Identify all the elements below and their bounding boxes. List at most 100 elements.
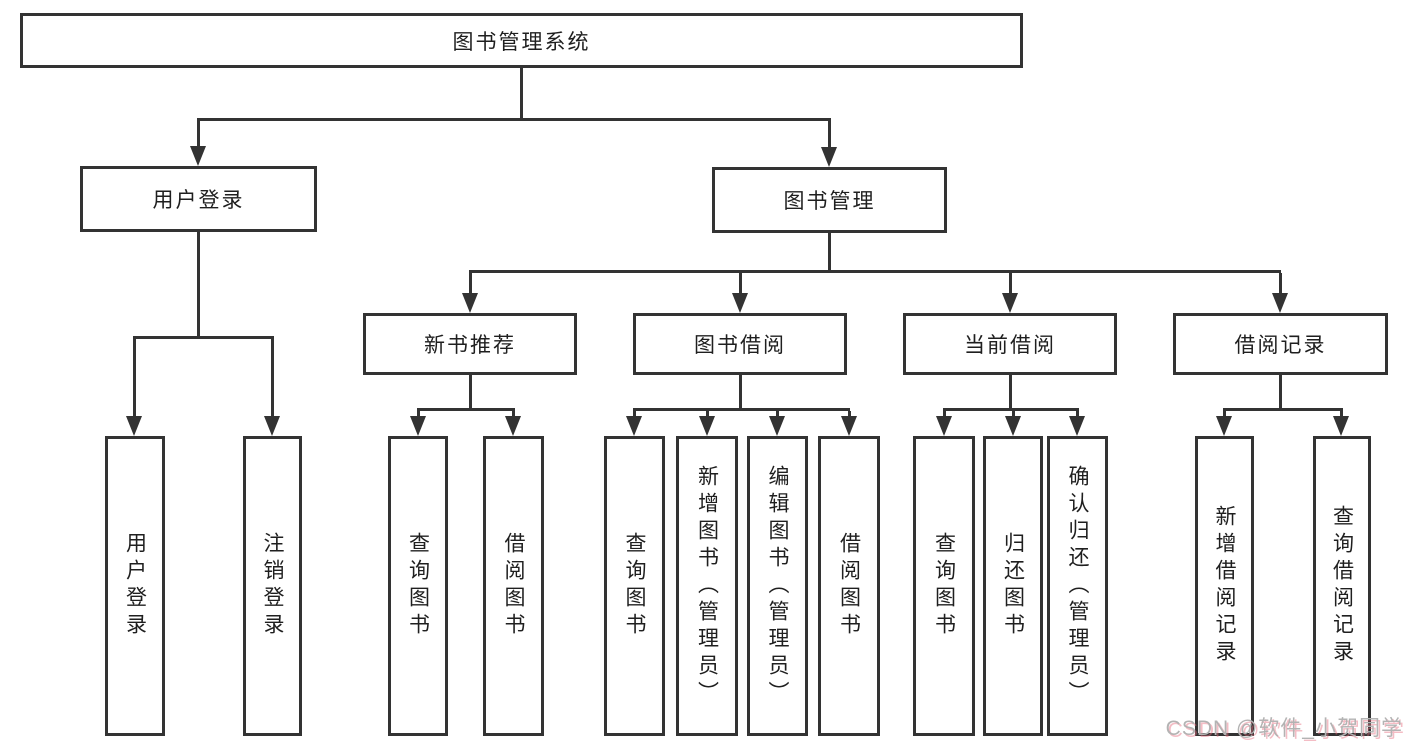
leaf-query-borrow-record: 查询借阅记录	[1313, 436, 1371, 736]
arrow-shaft	[1008, 273, 1012, 293]
arrow-head-icon	[626, 416, 642, 436]
arrow-to-leaf-add-book	[699, 411, 715, 436]
connector-user-login-hline	[133, 336, 274, 339]
arrow-shaft	[775, 411, 779, 416]
arrow-to-user-login	[190, 121, 206, 166]
leaf-confirm-return-admin-label: 确认归还（管理员）	[1066, 464, 1089, 708]
arrow-shaft	[468, 273, 472, 293]
arrow-shaft	[1011, 411, 1015, 416]
leaf-logout-label: 注销登录	[261, 532, 284, 640]
arrow-head-icon	[769, 416, 785, 436]
arrow-shaft	[196, 121, 200, 146]
leaf-user-login: 用户登录	[105, 436, 165, 736]
connector-book-management-hline	[469, 270, 1281, 273]
arrow-shaft	[942, 411, 946, 416]
leaf-query-books-3: 查询图书	[913, 436, 975, 736]
leaf-borrow-books-2: 借阅图书	[818, 436, 880, 736]
connector-cat3-hline	[943, 408, 1079, 411]
node-borrowing-records-label: 借阅记录	[1234, 334, 1327, 357]
node-new-book-recommendation: 新书推荐	[363, 313, 577, 375]
arrow-shaft	[1222, 411, 1226, 416]
arrow-head-icon	[732, 293, 748, 313]
leaf-query-books-1-label: 查询图书	[406, 532, 430, 640]
arrow-head-icon	[126, 416, 142, 436]
arrow-head-icon	[841, 416, 857, 436]
leaf-add-book-admin-label: 新增图书（管理员）	[695, 464, 719, 708]
arrow-head-icon	[1333, 416, 1349, 436]
node-user-login-label: 用户登录	[152, 189, 245, 212]
arrow-shaft	[1339, 411, 1343, 416]
node-current-borrowing: 当前借阅	[903, 313, 1117, 375]
connector-cat1-vline	[469, 375, 472, 408]
node-book-management-label: 图书管理	[783, 190, 876, 213]
connector-cat4-hline	[1223, 408, 1343, 411]
connector-cat4-vline	[1279, 375, 1282, 408]
arrow-shaft	[511, 411, 515, 416]
leaf-borrow-books-1: 借阅图书	[483, 436, 544, 736]
arrow-to-leaf-add-borrow-record	[1216, 411, 1232, 436]
leaf-add-book-admin: 新增图书（管理员）	[676, 436, 738, 736]
node-root-label: 图书管理系统	[452, 30, 591, 54]
arrow-shaft	[1075, 411, 1079, 416]
node-root: 图书管理系统	[20, 13, 1023, 68]
arrow-to-book-management	[821, 121, 837, 167]
arrow-head-icon	[936, 416, 952, 436]
arrow-head-icon	[1005, 416, 1021, 436]
arrow-head-icon	[190, 146, 206, 166]
arrow-head-icon	[1216, 416, 1232, 436]
arrow-shaft	[827, 121, 831, 147]
arrow-to-leaf-query-books-2	[626, 411, 642, 436]
arrow-head-icon	[699, 416, 715, 436]
leaf-confirm-return-admin: 确认归还（管理员）	[1047, 436, 1108, 736]
arrow-shaft	[132, 339, 136, 416]
arrow-to-leaf-borrow-books-2	[841, 411, 857, 436]
arrow-to-leaf-confirm-return	[1069, 411, 1085, 436]
connector-cat2-hline	[633, 408, 850, 411]
arrow-head-icon	[505, 416, 521, 436]
leaf-add-borrow-record: 新增借阅记录	[1195, 436, 1254, 736]
leaf-edit-book-admin: 编辑图书（管理员）	[747, 436, 808, 736]
watermark: CSDN @软件_小贺同学	[1165, 717, 1403, 740]
connector-cat1-hline	[417, 408, 515, 411]
arrow-to-leaf-return-book	[1005, 411, 1021, 436]
connector-cat3-vline	[1009, 375, 1012, 408]
arrow-to-current-borrowing	[1002, 273, 1018, 313]
leaf-borrow-books-1-label: 借阅图书	[502, 532, 525, 640]
arrow-head-icon	[1069, 416, 1085, 436]
leaf-add-borrow-record-label: 新增借阅记录	[1213, 505, 1236, 667]
leaf-logout: 注销登录	[243, 436, 302, 736]
arrow-to-borrowing-records	[1272, 273, 1288, 313]
arrow-shaft	[416, 411, 420, 416]
leaf-user-login-label: 用户登录	[123, 532, 147, 640]
leaf-query-books-2-label: 查询图书	[623, 532, 646, 640]
node-borrowing-records: 借阅记录	[1173, 313, 1388, 375]
connector-root-hline	[197, 118, 831, 121]
node-book-borrowing: 图书借阅	[633, 313, 847, 375]
leaf-borrow-books-2-label: 借阅图书	[837, 532, 861, 640]
arrow-head-icon	[821, 147, 837, 167]
arrow-shaft	[270, 339, 274, 416]
arrow-shaft	[1278, 273, 1282, 293]
leaf-query-books-2: 查询图书	[604, 436, 665, 736]
arrow-to-leaf-edit-book	[769, 411, 785, 436]
leaf-query-books-3-label: 查询图书	[932, 532, 956, 640]
connector-book-management-vline	[828, 233, 831, 270]
arrow-to-leaf-query-books-3	[936, 411, 952, 436]
arrow-to-leaf-query-books-1	[410, 411, 426, 436]
arrow-shaft	[847, 411, 851, 416]
leaf-query-books-1: 查询图书	[388, 436, 448, 736]
arrow-shaft	[738, 273, 742, 293]
node-book-management: 图书管理	[712, 167, 947, 233]
node-user-login: 用户登录	[80, 166, 317, 232]
node-book-borrowing-label: 图书借阅	[694, 334, 786, 357]
arrow-to-new-book-recommendation	[462, 273, 478, 313]
arrow-shaft	[632, 411, 636, 416]
arrow-to-leaf-borrow-books-1	[505, 411, 521, 436]
arrow-head-icon	[410, 416, 426, 436]
arrow-head-icon	[462, 293, 478, 313]
node-current-borrowing-label: 当前借阅	[964, 334, 1056, 357]
arrow-shaft	[705, 411, 709, 416]
connector-cat2-vline	[739, 375, 742, 408]
arrow-head-icon	[264, 416, 280, 436]
